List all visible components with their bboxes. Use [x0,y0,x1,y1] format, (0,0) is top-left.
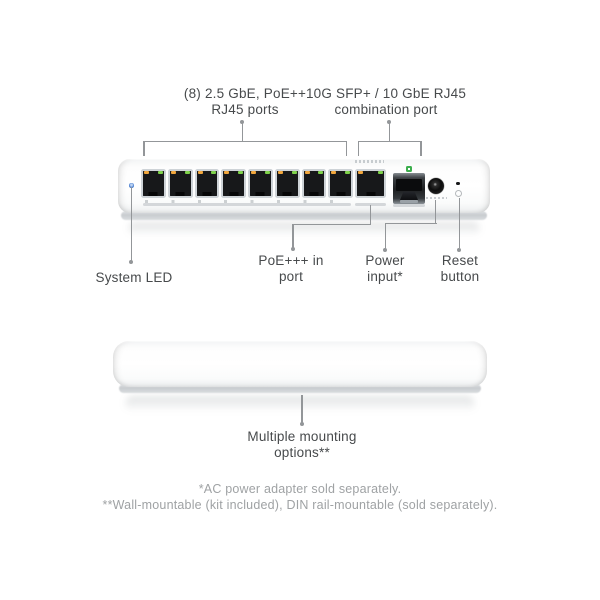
link-led-green [157,171,163,174]
footnote-mounting: **Wall-mountable (kit included), DIN rai… [102,498,498,512]
pointer-dot [129,260,134,264]
sfp-slot [396,179,422,191]
pointer-dot [383,247,388,252]
pointer-line [292,223,371,225]
poe-led-orange [224,171,230,174]
pointer-line [301,395,303,423]
bracket-tick-left [357,140,359,156]
rj45-port [328,169,353,198]
system-led [129,183,134,188]
bracket-shaft [388,123,390,141]
poe-led-orange [170,171,176,174]
rj45-notch [175,192,185,196]
rj45-port [248,169,273,198]
sfp-status-icon [406,166,412,172]
sfp-plus-cage [393,173,425,204]
rj45-notch [282,192,292,196]
link-led-green [291,171,297,174]
sfp-latch [400,192,418,200]
bracket-shaft [241,123,243,141]
poe-led-orange [197,171,203,174]
rj45-ports [141,169,353,203]
rj45-notch [229,192,239,196]
vent-slit [355,203,386,206]
switch-front-view [118,159,490,213]
reset-icon [454,190,462,197]
bracket-dot [240,119,244,124]
rj45-port [274,169,300,198]
pointer-line [130,187,132,261]
pointer-line [292,223,294,248]
bracket-span [357,140,422,142]
bracket-tick-right [345,140,347,156]
rj45-port [221,169,246,198]
rj45-notch [366,192,375,196]
reset-button-hole [456,181,460,185]
bracket-span [143,140,347,142]
pointer-line [369,205,371,225]
poe-led-orange [277,171,283,174]
bracket-dot [387,119,392,124]
vent-slit [143,203,351,206]
rj45-notch [255,192,265,196]
pointer-line [384,222,437,224]
poe-led-orange [358,171,363,174]
rj45-port [167,169,193,198]
poe-led-orange [331,171,337,174]
combo-port-label-strip [355,160,384,163]
poe-led-orange [144,171,149,174]
pointer-line [384,222,386,249]
link-led-green [378,171,383,174]
pointer-dot [457,247,462,252]
link-led-green [264,171,270,174]
rj45-port [194,169,220,198]
callout-combination-port: 10G SFP+ / 10 GbE RJ45 combination port [305,86,467,117]
callout-system-led: System LED [95,270,173,285]
callout-reset: Reset button [440,253,480,284]
bracket-tick-right [420,140,422,156]
vent-slit [393,204,425,207]
link-led-green [211,171,217,174]
pointer-dot [299,422,304,426]
rj45-port [141,169,166,198]
combo-rj45-port [355,169,386,198]
pointer-dot [290,246,295,251]
footnote-power-adapter: *AC power adapter sold separately. [198,482,402,496]
link-led-green [345,171,350,174]
device-bottom-edge [119,384,481,393]
device-reflection [128,222,480,236]
device-bottom-edge [121,211,487,220]
link-led-green [318,171,324,174]
power-label-strip [426,196,447,199]
callout-power-input: Power input* [365,253,405,284]
rj45-notch [336,192,346,196]
poe-led-orange [304,171,310,174]
link-led-green [184,171,190,174]
rj45-notch [309,192,319,196]
callout-rj45-ports: (8) 2.5 GbE, PoE++ RJ45 ports [183,86,307,117]
pointer-line [458,198,460,248]
rj45-notch [202,192,212,196]
device-reflection [125,396,475,412]
link-led-green [238,171,243,174]
power-jack [428,178,444,194]
callout-poe-in: PoE+++ in port [258,253,324,284]
switch-back-view [113,341,487,387]
rj45-port [301,169,327,198]
rj45-notch [148,192,158,196]
callout-mounting: Multiple mounting options** [247,429,357,460]
bracket-tick-left [143,140,145,156]
pointer-line [434,200,437,224]
poe-led-orange [251,171,256,174]
